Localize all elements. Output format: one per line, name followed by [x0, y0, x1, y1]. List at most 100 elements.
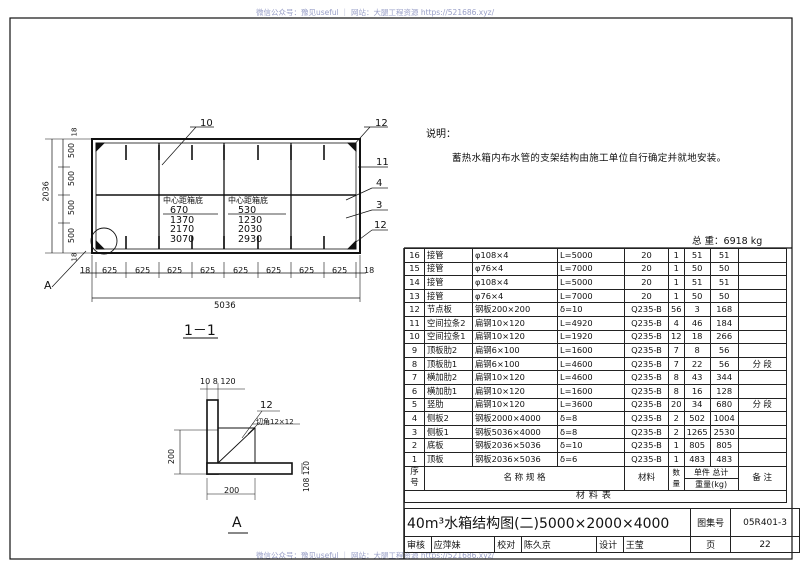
dim-h-625-4: 625: [200, 266, 216, 275]
dim-h-625-7: 625: [299, 266, 315, 275]
cell-spec: 扁钢6×100: [472, 356, 558, 372]
section-view-linework: [45, 126, 388, 339]
cell-spec: φ76×4: [472, 261, 558, 277]
dim-h-625-6: 625: [266, 266, 282, 275]
designer: 王莹: [622, 536, 692, 553]
detail-top-dims: 10 8 120: [200, 377, 236, 386]
cell-note: 分 段: [737, 397, 787, 413]
cell-spec: 钢板2036×5036: [472, 438, 558, 453]
dim-v-500-4: 500: [67, 227, 77, 244]
callout-10: 10: [200, 118, 213, 129]
cell-total: 2530: [709, 424, 739, 440]
cell-mat: Q235-B: [624, 302, 669, 317]
label-A: A: [44, 279, 52, 292]
cell-note: [737, 302, 787, 317]
cell-qty: 7: [668, 356, 685, 372]
cell-note: [737, 329, 787, 345]
cell-len: L=1600: [557, 343, 625, 358]
cell-mat: Q235-B: [624, 343, 669, 358]
detail-dim-bottom: 200: [224, 486, 240, 495]
cell-unit: 46: [683, 315, 711, 331]
cell-no: 8: [404, 356, 425, 372]
cell-no: 3: [404, 424, 425, 440]
cell-unit: 50: [683, 288, 711, 304]
dim-v-500-2: 500: [67, 170, 77, 187]
cell-name: 空间拉条1: [424, 329, 473, 345]
atlas-label: 图集号: [690, 508, 732, 537]
cell-no: 14: [404, 275, 425, 290]
cell-no: 15: [404, 261, 425, 277]
center-label-left: 中心距箱底: [163, 196, 203, 205]
cell-name: 接管: [424, 288, 473, 304]
review-label: 审核: [404, 536, 432, 553]
dim-v-2036: 2036: [41, 181, 51, 202]
cell-note: [737, 315, 787, 331]
atlas-number: 05R401-3: [730, 508, 800, 537]
total-weight: 总 重：6918 kg: [692, 236, 763, 247]
header-qty: 数量: [668, 465, 685, 491]
cell-mat: Q235-B: [624, 397, 669, 413]
cell-qty: 7: [668, 343, 685, 358]
cell-note: [737, 261, 787, 277]
cell-qty: 20: [668, 397, 685, 413]
dim-h-18-right: 18: [364, 266, 375, 275]
cell-total: 184: [709, 315, 739, 331]
cell-spec: φ108×4: [472, 275, 558, 290]
cell-no: 6: [404, 383, 425, 399]
center-label-right: 中心距箱底: [228, 196, 268, 205]
cell-qty: 8: [668, 370, 685, 385]
cell-mat: 20: [624, 261, 669, 277]
callout-3: 3: [376, 200, 383, 211]
cell-spec: 钢板200×200: [472, 302, 558, 317]
cell-total: 50: [709, 288, 739, 304]
dim-h-625-2: 625: [135, 266, 151, 275]
cell-name: 接管: [424, 275, 473, 290]
cell-unit: 1265: [683, 424, 711, 440]
cell-name: 节点板: [424, 302, 473, 317]
check-label: 校对: [494, 536, 522, 553]
cell-unit: 43: [683, 370, 711, 385]
cell-total: 56: [709, 356, 739, 372]
reviewer: 应萍妹: [430, 536, 496, 553]
page-number: 22: [730, 536, 800, 553]
callout-4: 4: [376, 178, 383, 189]
cell-qty: 1: [668, 275, 685, 290]
cell-mat: Q235-B: [624, 315, 669, 331]
drawing-title: 40m³水箱结构图(二)5000×2000×4000: [403, 508, 692, 537]
cell-total: 51: [709, 275, 739, 290]
cell-total: 680: [709, 397, 739, 413]
cell-unit: 18: [683, 329, 711, 345]
cell-name: 竖肋: [424, 397, 473, 413]
cell-total: 483: [709, 451, 739, 467]
cell-len: δ=6: [557, 451, 625, 467]
dim-v-18-top: 18: [70, 127, 79, 137]
cell-note: [737, 288, 787, 304]
cell-qty: 1: [668, 438, 685, 453]
cell-note: [737, 343, 787, 358]
cell-unit: 3: [683, 302, 711, 317]
cell-no: 2: [404, 438, 425, 453]
cell-mat: 20: [624, 275, 669, 290]
cell-unit: 51: [683, 275, 711, 290]
cell-qty: 2: [668, 424, 685, 440]
cell-mat: 20: [624, 288, 669, 304]
cell-name: 侧板2: [424, 411, 473, 426]
cell-mat: Q235-B: [624, 424, 669, 440]
dim-v-18-bottom: 18: [70, 252, 79, 262]
cell-len: L=3600: [557, 397, 625, 413]
cell-no: 11: [404, 315, 425, 331]
cell-no: 1: [404, 451, 425, 467]
cell-total: 50: [709, 261, 739, 277]
cell-len: L=1920: [557, 329, 625, 345]
cell-name: 横加肋2: [424, 370, 473, 385]
